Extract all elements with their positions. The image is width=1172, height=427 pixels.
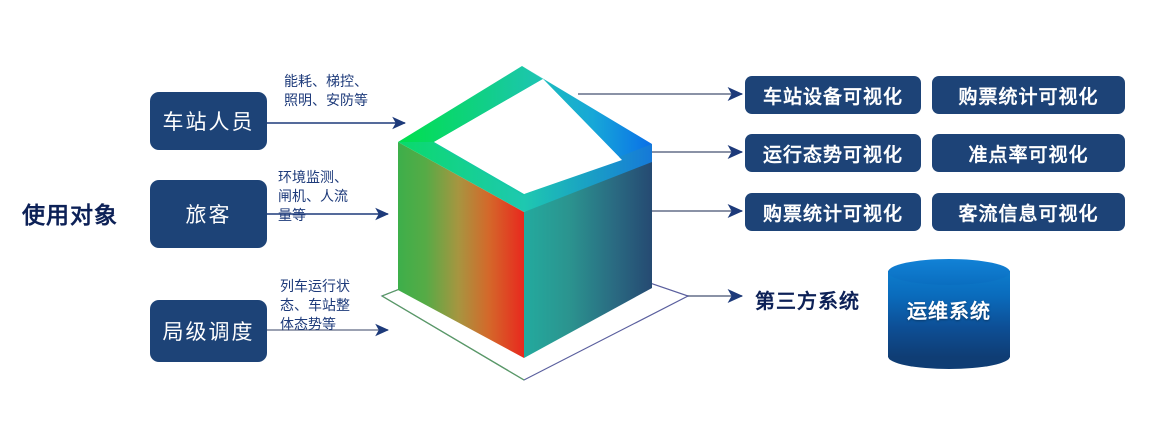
output-label: 运行态势可视化 — [762, 144, 903, 166]
cylinder-body — [888, 271, 1010, 357]
actor-label: 旅客 — [185, 204, 232, 227]
annotation-passenger: 环境监测、 闸机、人流 量等 — [278, 169, 348, 223]
actor-box-passenger[interactable]: 旅客 — [150, 180, 267, 248]
actor-box-dispatch[interactable]: 局级调度 — [150, 300, 267, 362]
output-box-ticket-stats-2[interactable]: 购票统计可视化 — [932, 76, 1125, 114]
annotation-station-staff: 能耗、梯控、 照明、安防等 — [284, 73, 368, 108]
cube-rim-back-right — [522, 66, 652, 160]
third-party-system-label: 第三方系统 — [755, 291, 860, 313]
cube-rim-front-left — [398, 142, 524, 212]
section-title-audience: 使用对象 — [22, 202, 118, 228]
output-label: 车站设备可视化 — [762, 86, 903, 108]
actor-box-station-staff[interactable]: 车站人员 — [150, 92, 267, 150]
cube-inner-wall-left — [434, 142, 524, 196]
output-box-ticket-stats-1[interactable]: 购票统计可视化 — [745, 193, 921, 231]
cube-rim-back-left — [398, 66, 543, 142]
output-box-punctuality[interactable]: 准点率可视化 — [932, 134, 1125, 172]
annotation-dispatch: 列车运行状 态、车站整 体态势等 — [280, 278, 350, 332]
output-box-operation-status[interactable]: 运行态势可视化 — [745, 134, 921, 172]
cube-rim-front-right — [524, 144, 652, 212]
output-label: 购票统计可视化 — [958, 86, 1099, 108]
cylinder-label: 运维系统 — [907, 301, 991, 323]
output-label: 准点率可视化 — [968, 144, 1089, 166]
output-label: 购票统计可视化 — [762, 203, 903, 225]
ops-system-cylinder[interactable]: 运维系统 — [888, 259, 1010, 369]
cube-inner-opening — [434, 79, 622, 194]
actor-label: 局级调度 — [162, 321, 255, 344]
output-box-passenger-flow[interactable]: 客流信息可视化 — [932, 193, 1125, 231]
actor-label: 车站人员 — [162, 111, 255, 134]
cube-left-face — [398, 142, 524, 358]
output-label: 客流信息可视化 — [958, 203, 1099, 225]
cylinder-top-ellipse — [888, 259, 1010, 285]
output-box-station-equipment[interactable]: 车站设备可视化 — [745, 76, 921, 114]
